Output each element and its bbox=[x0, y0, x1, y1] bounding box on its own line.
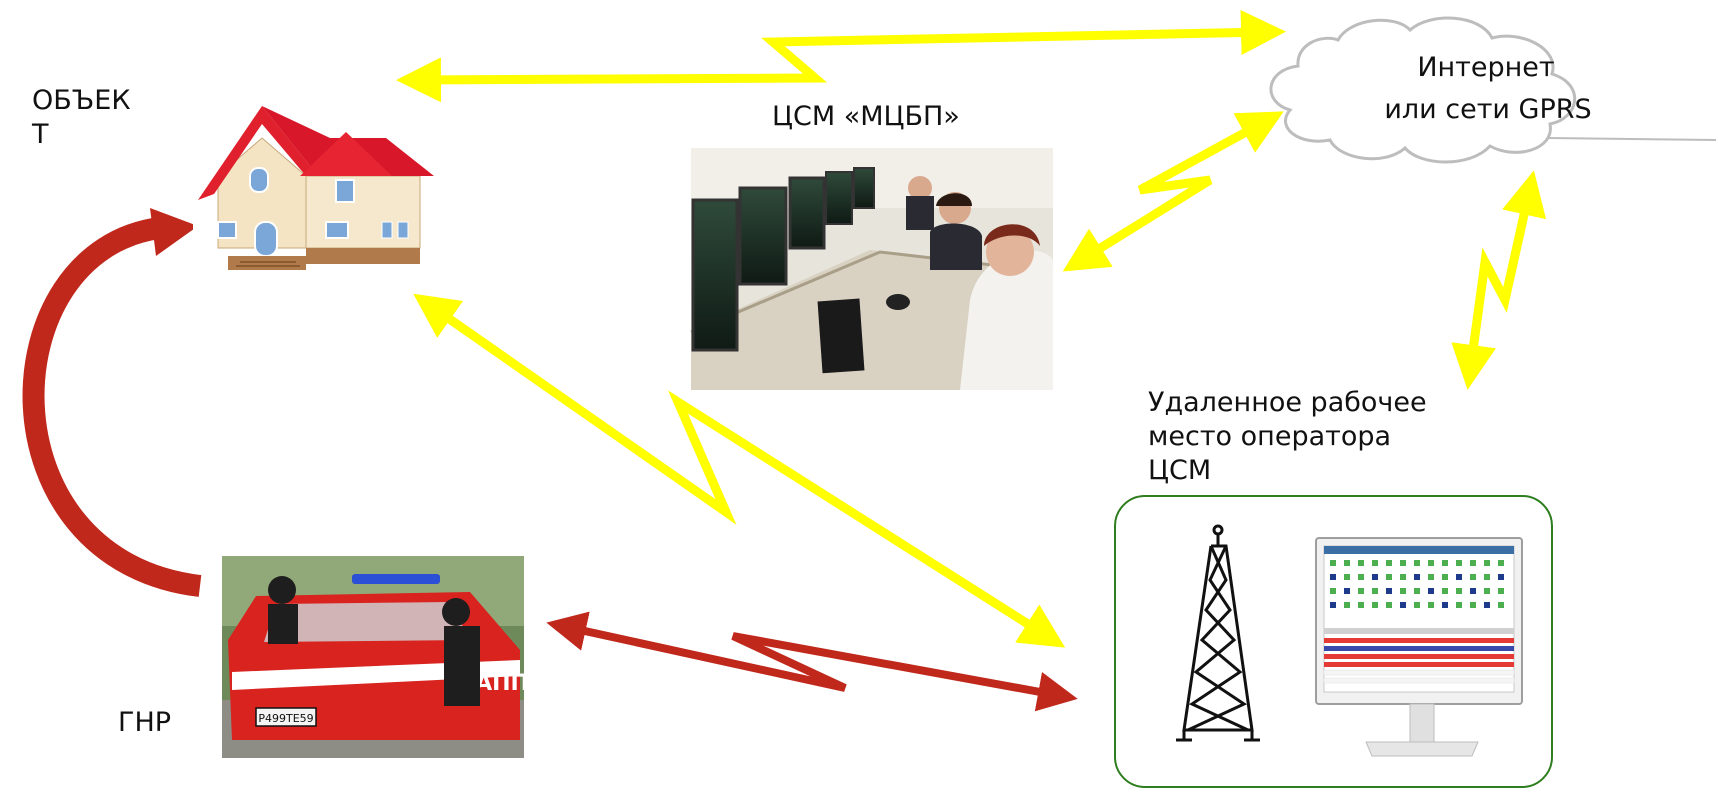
link-object-remote bbox=[413, 293, 1066, 648]
arrow-gnr-object bbox=[22, 208, 202, 597]
radio-tower-icon bbox=[1176, 524, 1260, 742]
internet-cloud bbox=[1269, 16, 1717, 164]
link-internet-remote bbox=[1451, 170, 1547, 390]
links-yellow bbox=[396, 10, 1547, 648]
license-plate: Р499ТЕ59 bbox=[258, 712, 313, 725]
response-vehicle-photo: Р499ТЕ59 АПП bbox=[222, 556, 529, 758]
object-label: ОБЪЕК Т bbox=[32, 85, 131, 150]
link-center-internet bbox=[1062, 111, 1284, 272]
internet-label-line1: Интернет bbox=[1417, 52, 1554, 83]
gnr-label: ГНР bbox=[118, 707, 172, 738]
remote-workstation-label: Удаленное рабочее место оператора ЦСМ bbox=[1148, 387, 1427, 486]
internet-label-line2: или сети GPRS bbox=[1384, 94, 1591, 125]
monitor-grid bbox=[1330, 560, 1504, 608]
control-room-photo bbox=[690, 148, 1054, 390]
car-side-text: АПП bbox=[475, 671, 529, 696]
house-image bbox=[193, 102, 439, 278]
link-object-internet bbox=[396, 10, 1286, 103]
link-gnr-remote bbox=[546, 611, 1078, 712]
center-label: ЦСМ «МЦБП» bbox=[772, 101, 960, 132]
operator-monitor-icon bbox=[1315, 537, 1523, 757]
